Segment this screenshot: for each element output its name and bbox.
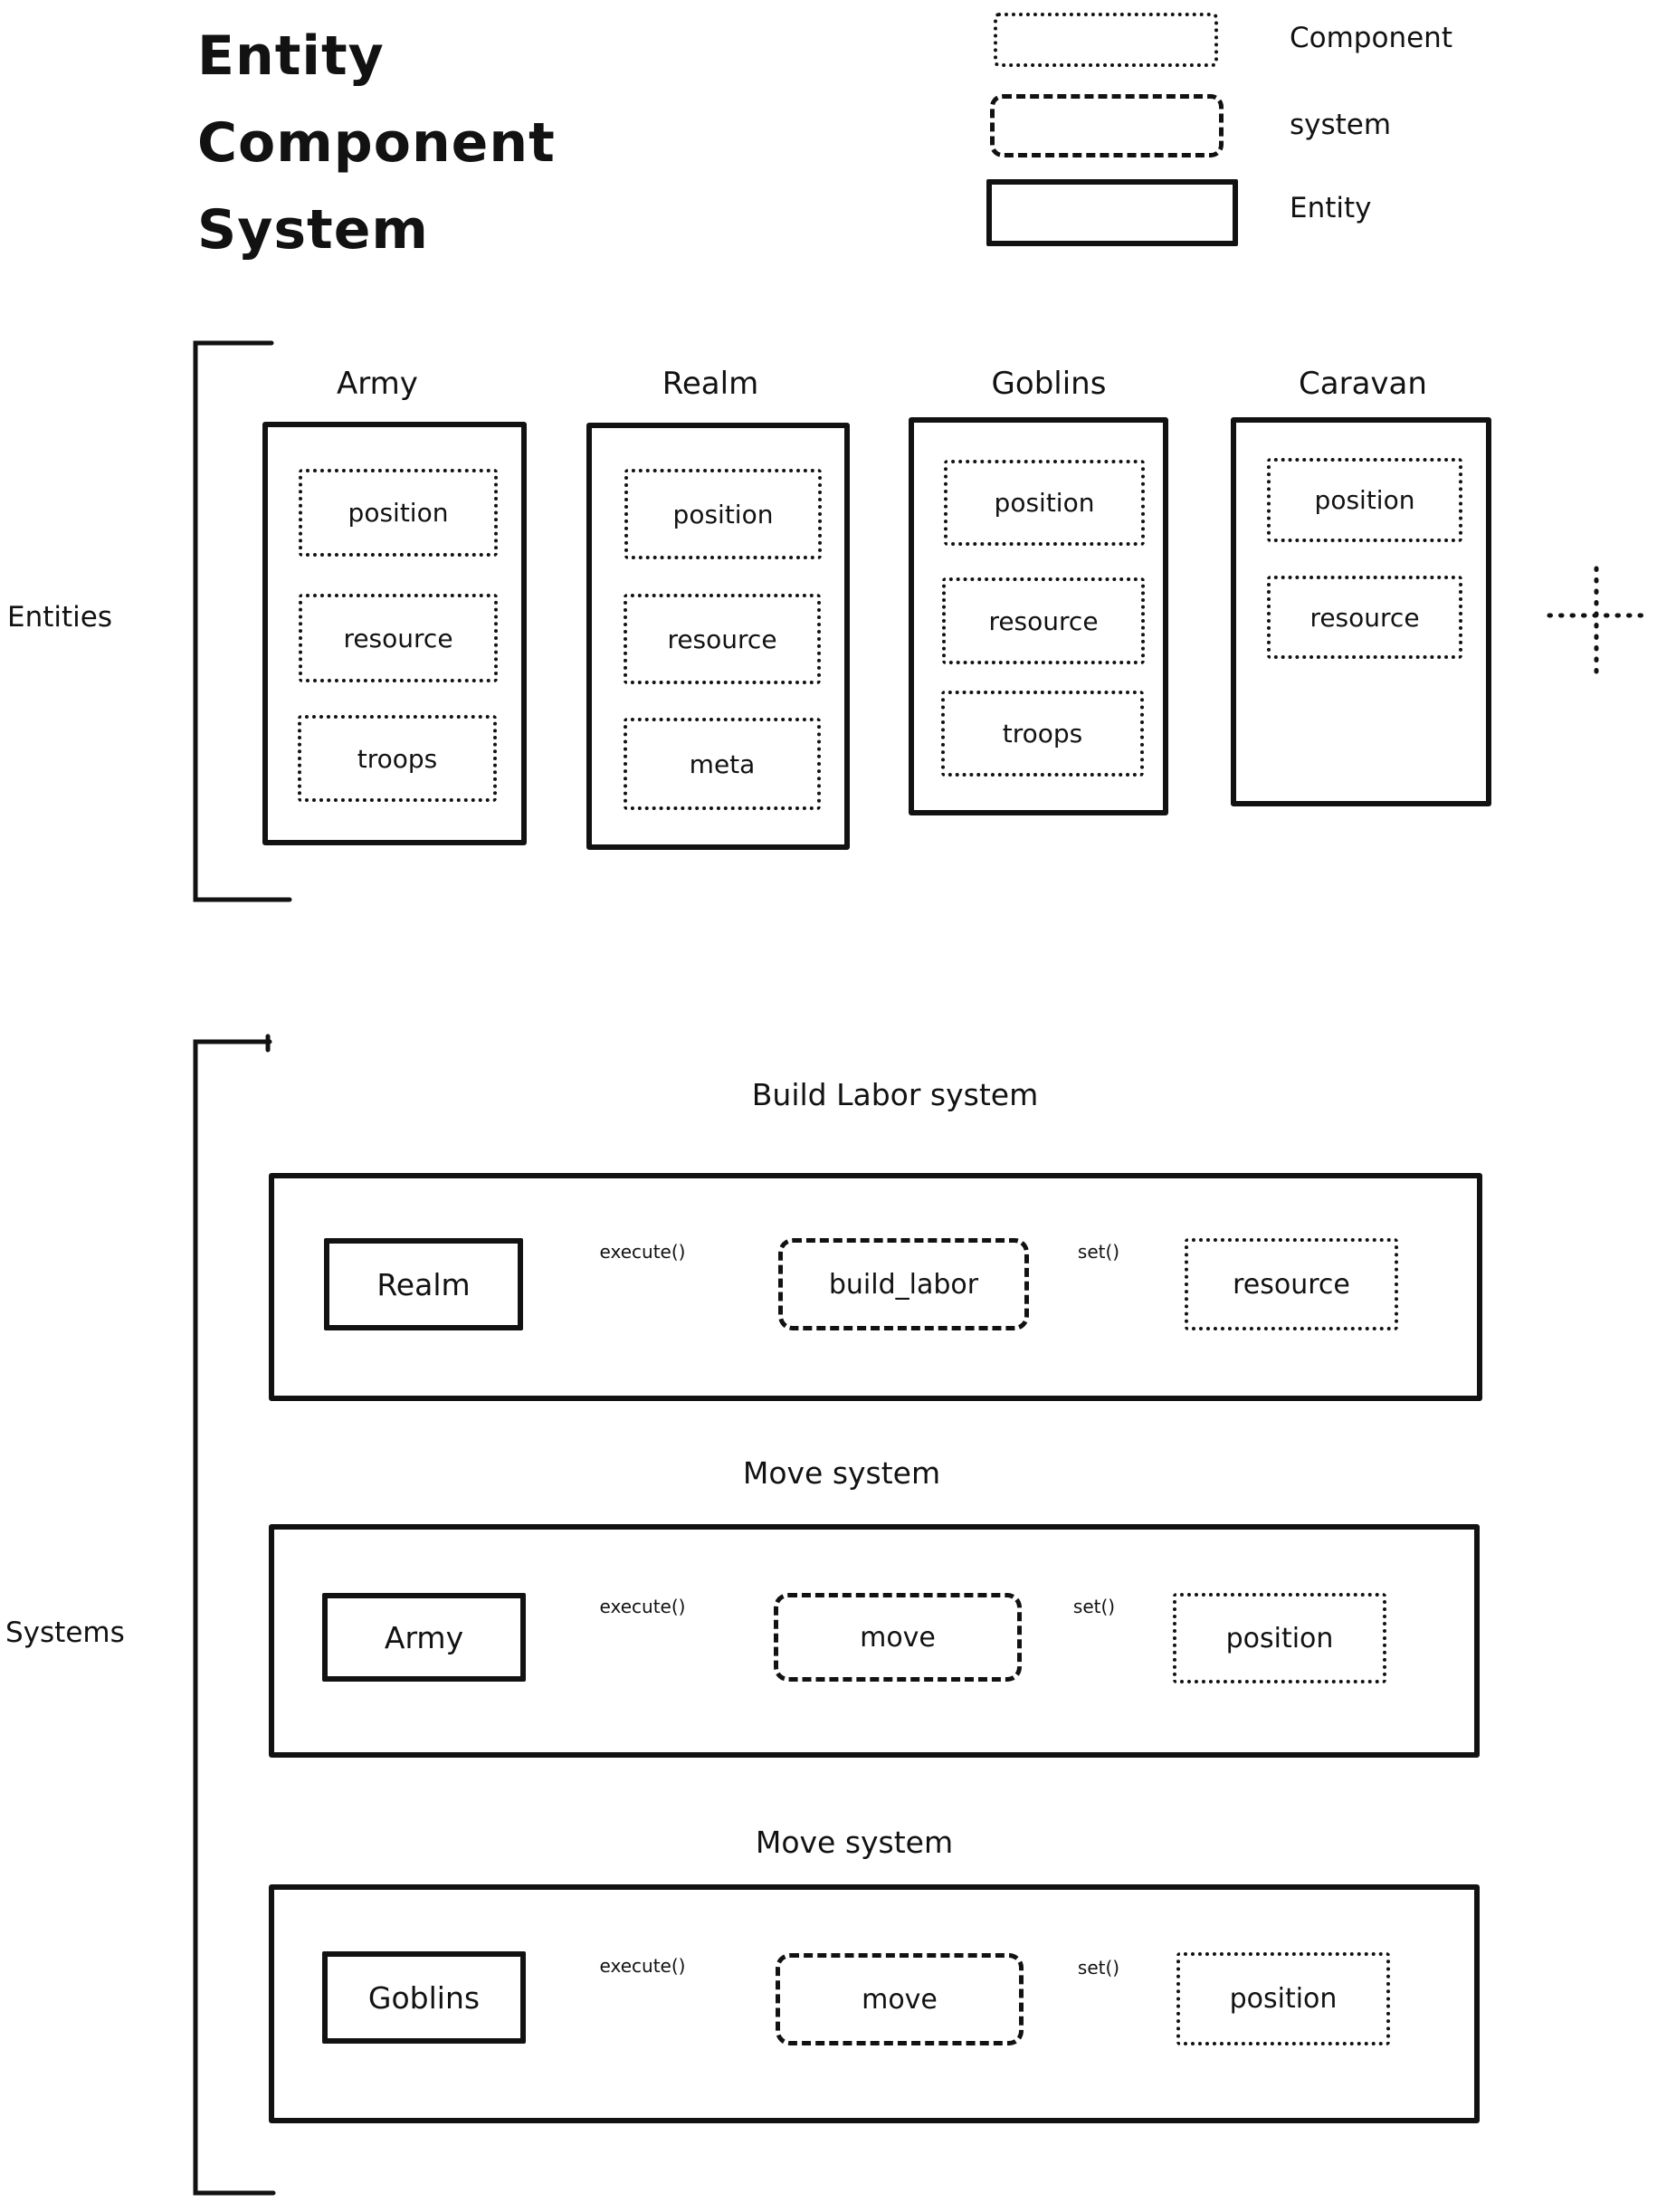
- system-component-position: position: [1176, 1952, 1390, 2045]
- page-title-line: Component: [197, 111, 556, 175]
- system-title: Move system: [742, 1455, 941, 1491]
- entity-army: position resource troops: [262, 422, 527, 845]
- legend: Component system Entity: [0, 0, 1657, 272]
- component-box: resource: [624, 594, 821, 684]
- system-component-resource: resource: [1185, 1238, 1398, 1330]
- system-entity-realm: Realm: [324, 1238, 523, 1330]
- page-title-line: System: [197, 198, 429, 262]
- page-title: Entity Component System: [197, 13, 704, 273]
- execute-label: execute(): [599, 1596, 686, 1617]
- legend-component-label: Component: [1290, 22, 1452, 54]
- set-label: set(): [1077, 1957, 1120, 1978]
- execute-label: execute(): [599, 1241, 686, 1263]
- systems-bracket: [193, 1039, 276, 2196]
- system-entity-goblins: Goblins: [322, 1951, 526, 2044]
- component-box: position: [299, 469, 498, 557]
- entity-caravan: position resource: [1231, 417, 1491, 806]
- component-box: position: [1267, 458, 1462, 542]
- component-box: troops: [298, 715, 497, 802]
- legend-entity-label: Entity: [1290, 192, 1372, 224]
- entity-title-goblins: Goblins: [991, 366, 1107, 402]
- component-box: troops: [941, 691, 1144, 777]
- page-title-line: Entity: [197, 24, 385, 88]
- entities-section-label: Entities: [7, 601, 112, 634]
- set-label: set(): [1077, 1241, 1120, 1263]
- component-box: resource: [942, 577, 1145, 664]
- entity-realm: position resource meta: [586, 423, 850, 850]
- component-box: meta: [624, 718, 821, 810]
- component-box: position: [944, 460, 1145, 546]
- component-box: position: [624, 469, 822, 559]
- execute-label: execute(): [599, 1955, 686, 1977]
- systems-section-label: Systems: [5, 1616, 125, 1649]
- legend-component-swatch: [994, 13, 1218, 67]
- component-box: resource: [1267, 576, 1462, 659]
- component-box: resource: [299, 594, 498, 682]
- entity-title-caravan: Caravan: [1299, 366, 1427, 402]
- entity-title-army: Army: [337, 366, 418, 402]
- entity-title-realm: Realm: [662, 366, 759, 402]
- system-entity-army: Army: [322, 1593, 526, 1682]
- legend-system-swatch: [990, 94, 1224, 157]
- entity-goblins: position resource troops: [909, 417, 1168, 815]
- system-title: Move system: [755, 1825, 954, 1860]
- legend-entity-swatch: [986, 179, 1238, 246]
- system-component-position: position: [1173, 1593, 1386, 1683]
- system-title: Build Labor system: [751, 1077, 1039, 1112]
- system-fn-move: move: [774, 1593, 1022, 1682]
- legend-system-label: system: [1290, 109, 1392, 141]
- system-fn-move: move: [776, 1953, 1024, 2045]
- set-label: set(): [1072, 1596, 1116, 1617]
- system-fn-build-labor: build_labor: [778, 1238, 1029, 1330]
